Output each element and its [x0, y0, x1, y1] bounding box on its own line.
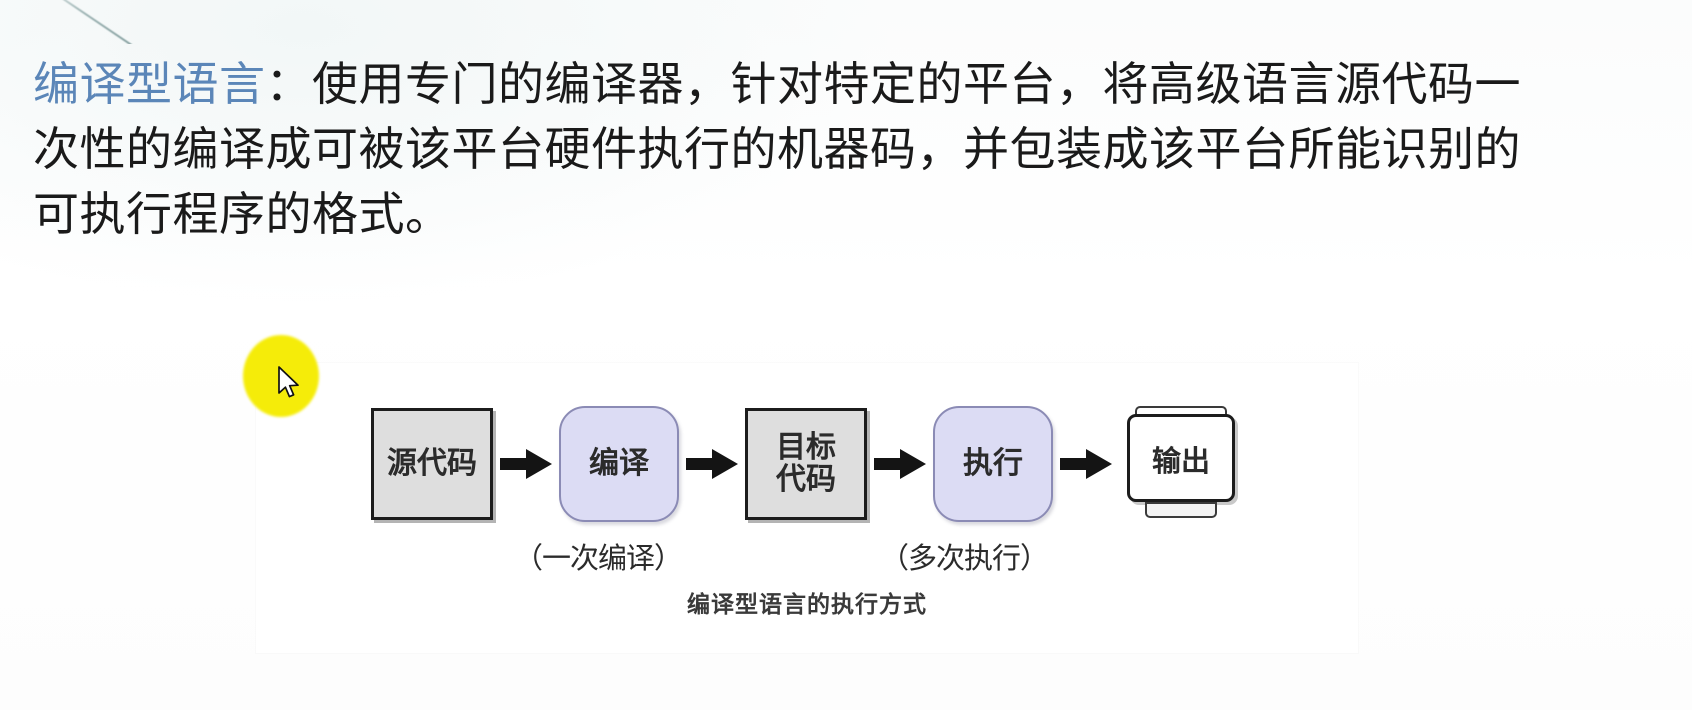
flow-node-compile-label: 编译: [589, 445, 649, 481]
flow-node-source-code-label: 源代码: [387, 445, 477, 481]
flow-node-compile: 编译: [559, 406, 679, 522]
flow-node-output-monitor-icon: 输出: [1119, 404, 1243, 524]
flow-node-execute: 执行: [933, 406, 1053, 522]
definition-paragraph: 编译型语言：使用专门的编译器，针对特定的平台，将高级语言源代码一次性的编译成可被…: [33, 52, 1553, 247]
flow-node-execute-label: 执行: [963, 445, 1023, 481]
flow-node-source-code: 源代码: [371, 408, 493, 520]
flow-node-object-code: 目标 代码: [745, 408, 867, 520]
definition-text: 使用专门的编译器，针对特定的平台，将高级语言源代码一次性的编译成可被该平台硬件执…: [33, 57, 1521, 241]
figure-caption: 编译型语言的执行方式: [687, 592, 927, 618]
flow-diagram: 源代码 编译 目标 代码: [256, 403, 1358, 525]
annotation-execute-many: （多次执行）: [880, 541, 1049, 575]
flow-node-output-label: 输出: [1151, 444, 1210, 478]
flow-arrow-1-icon: [493, 439, 559, 489]
corner-diagonal-line: [28, 0, 148, 44]
term-compiled-language: 编译型语言: [33, 57, 266, 111]
monitor-stand: [1145, 502, 1217, 518]
figure-panel: 源代码 编译 目标 代码: [256, 363, 1358, 653]
flow-arrow-4-icon: [1053, 439, 1119, 489]
monitor-screen-frame: [1127, 414, 1235, 502]
annotation-compile-once: （一次编译）: [514, 541, 683, 575]
term-separator: ：: [265, 57, 312, 111]
flow-arrow-3-icon: [867, 439, 933, 489]
flow-node-object-code-label-line2: 代码: [776, 462, 836, 497]
flow-arrow-2-icon: [679, 439, 745, 489]
flow-node-object-code-label-line1: 目标: [776, 429, 836, 465]
